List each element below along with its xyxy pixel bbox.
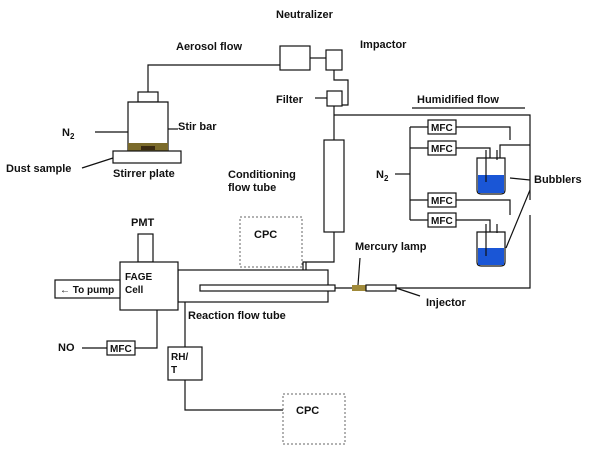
to-pump-box <box>54 279 121 299</box>
mercury-lamp <box>352 285 366 291</box>
neutralizer-box <box>279 45 311 71</box>
neutralizer-label: Neutralizer <box>276 9 334 21</box>
rht-label-1: RH/ <box>171 352 188 363</box>
impactor-box <box>325 49 343 71</box>
mfc-box-3 <box>427 192 457 208</box>
cpc-label-bottom: CPC <box>296 405 319 417</box>
stirrer-plate <box>112 150 182 164</box>
n2-left-label: N2 <box>62 127 75 141</box>
dust-flask <box>81 91 182 169</box>
rht-box <box>167 346 203 381</box>
mfc-box-1 <box>427 119 457 135</box>
pmt-box <box>137 233 154 263</box>
mfc-label-2: MFC <box>431 144 453 155</box>
fage-label-1: FAGE <box>125 272 153 283</box>
dust-sample-label: Dust sample <box>6 163 71 175</box>
cpc-box-bottom <box>282 393 346 445</box>
filter-box <box>326 90 343 107</box>
bubbler-pointer-1 <box>509 177 531 181</box>
conditioning-label-1: Conditioning <box>228 169 296 181</box>
bubbler-top <box>476 150 506 195</box>
stir-bar <box>141 146 155 150</box>
reaction-flow-tube-label: Reaction flow tube <box>188 310 286 322</box>
fage-cell-box <box>119 261 179 311</box>
pmt-label: PMT <box>131 217 155 229</box>
filter-label: Filter <box>276 94 304 106</box>
conditioning-flow-tube <box>323 139 345 233</box>
mfc-box-4 <box>427 212 457 228</box>
n2-mid-label: N2 <box>376 169 389 183</box>
injector-label: Injector <box>426 297 466 309</box>
bubbler-bottom <box>476 224 506 267</box>
impactor-label: Impactor <box>360 39 407 51</box>
aerosol-flow-label: Aerosol flow <box>176 41 242 53</box>
conditioning-label-2: flow tube <box>228 182 276 194</box>
stirrer-plate-label: Stirrer plate <box>113 168 175 180</box>
mfc-label-3: MFC <box>431 196 453 207</box>
mfc-box-2 <box>427 140 457 156</box>
fage-label-2: Cell <box>125 285 144 296</box>
injector-rod <box>365 284 397 292</box>
mfc-no-box <box>106 340 136 356</box>
bubblers-label: Bubblers <box>534 174 582 186</box>
mfc-no-label: MFC <box>110 344 132 355</box>
mfc-label-4: MFC <box>431 216 453 227</box>
mfc-label-1: MFC <box>431 123 453 134</box>
flow-lines <box>55 57 531 411</box>
to-pump-label: ← To pump <box>60 285 114 296</box>
injector-tube-inner <box>199 284 336 292</box>
stir-bar-label: Stir bar <box>178 121 217 133</box>
bubbler-pointer-2 <box>505 189 531 249</box>
cpc-label-top: CPC <box>254 229 277 241</box>
rht-label-2: T <box>171 365 177 376</box>
cpc-box-top <box>239 216 303 268</box>
no-label: NO <box>58 342 75 354</box>
mercury-lamp-label: Mercury lamp <box>355 241 427 253</box>
humidified-flow-label: Humidified flow <box>417 94 499 106</box>
